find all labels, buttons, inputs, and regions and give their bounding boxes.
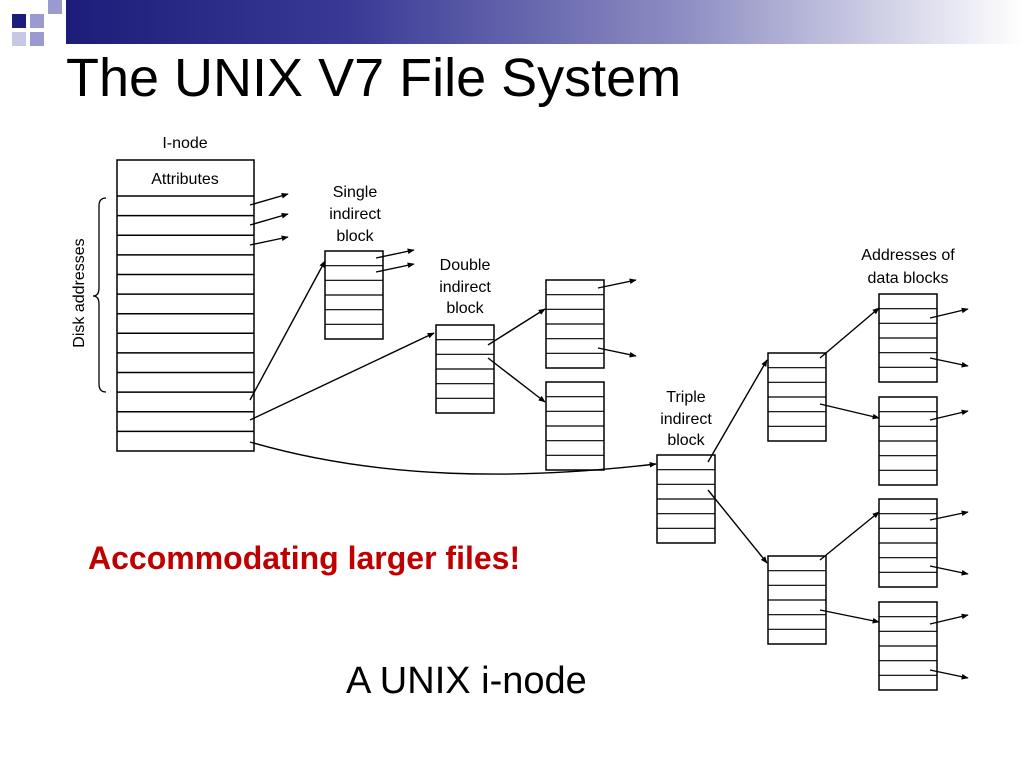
data-block-4 [878, 601, 938, 691]
triple-indirect-line2: indirect [660, 411, 712, 428]
data-addresses-line2: data blocks [868, 270, 949, 287]
highlight-text: Accommodating larger files! [88, 540, 521, 576]
inode-block [116, 159, 255, 452]
attributes-label: Attributes [151, 171, 219, 188]
corner-square-4 [30, 32, 44, 46]
page-title: The UNIX V7 File System [66, 48, 682, 108]
single-indirect-line3: block [336, 228, 374, 245]
triple-mid-block-2 [767, 555, 827, 645]
inode-label: I-node [162, 135, 207, 152]
data-block-3 [878, 498, 938, 588]
single-indirect-line2: indirect [329, 206, 381, 223]
triple-indirect-line1: Triple [666, 389, 706, 406]
data-block-2 [878, 396, 938, 486]
double-indirect-line2: indirect [439, 279, 491, 296]
corner-square-3 [48, 0, 62, 14]
disk-addresses-label: Disk addresses [71, 238, 88, 347]
data-block-1 [878, 293, 938, 383]
triple-indirect-line3: block [667, 432, 705, 449]
double-indirect-line3: block [446, 300, 484, 317]
corner-square-1 [12, 14, 26, 28]
single-indirect-block [324, 250, 384, 340]
single-indirect-line1: Single [333, 184, 378, 201]
corner-square-5 [12, 32, 26, 46]
data-addresses-line1: Addresses of [861, 247, 955, 264]
caption: A UNIX i-node [346, 660, 587, 702]
disk-addresses-brace [92, 197, 107, 393]
double-child-block-2 [545, 381, 605, 471]
double-indirect-line1: Double [440, 257, 491, 274]
title-bar [66, 0, 1024, 44]
triple-mid-block-1 [767, 352, 827, 442]
double-child-block-1 [545, 279, 605, 369]
corner-square-2 [30, 14, 44, 28]
triple-indirect-block [656, 454, 716, 544]
double-indirect-block [435, 324, 495, 414]
